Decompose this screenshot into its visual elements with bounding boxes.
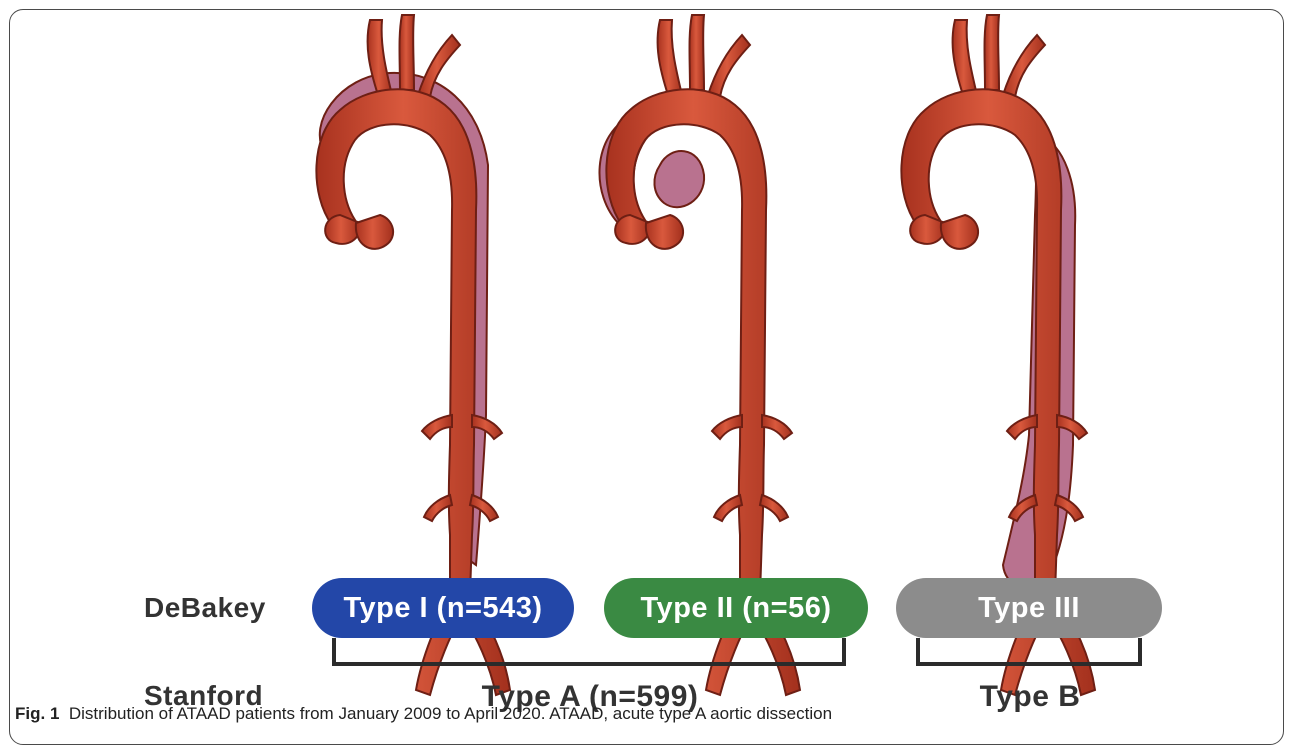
debakey-type-ii-badge: Type II (n=56) (604, 578, 868, 638)
caption-text: Distribution of ATAAD patients from Janu… (69, 704, 832, 723)
debakey-label: DeBakey (144, 592, 266, 624)
figure-caption: Fig. 1 Distribution of ATAAD patients fr… (15, 704, 832, 724)
stanford-type-b-label: Type B (930, 680, 1130, 714)
stanford-type-b-bracket (916, 638, 1142, 666)
caption-label: Fig. 1 (15, 704, 59, 723)
stanford-type-a-bracket (332, 638, 846, 666)
debakey-type-i-badge: Type I (n=543) (312, 578, 574, 638)
debakey-type-iii-badge: Type III (896, 578, 1162, 638)
